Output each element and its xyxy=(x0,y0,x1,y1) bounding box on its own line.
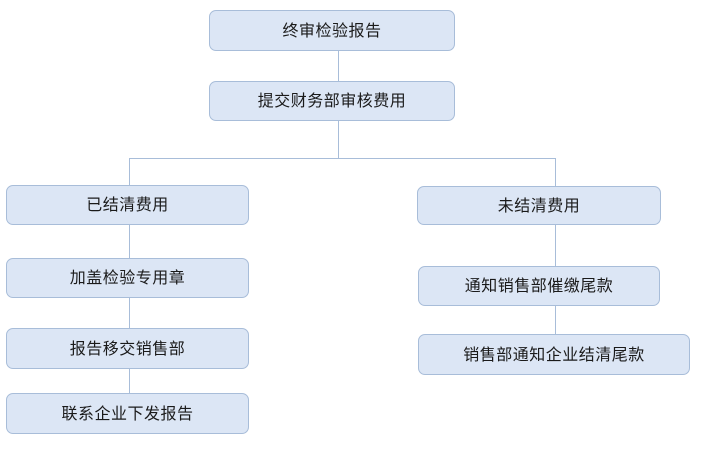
flow-node-n5[interactable]: 报告移交销售部 xyxy=(6,328,249,369)
connector-n5-to-n6 xyxy=(129,369,130,394)
connector-n4-to-n5 xyxy=(129,298,130,329)
flow-node-n3[interactable]: 已结清费用 xyxy=(6,185,249,225)
connector-n7-to-n8 xyxy=(555,225,556,267)
connector-n8-to-n9 xyxy=(555,306,556,335)
connector-fork-to-n3 xyxy=(129,158,130,186)
connector-n1-to-n2 xyxy=(338,51,339,81)
connector-n2-to-fork xyxy=(338,121,339,159)
connector-fork-to-n7 xyxy=(555,158,556,187)
flow-node-n9[interactable]: 销售部通知企业结清尾款 xyxy=(418,334,690,375)
flow-node-n8[interactable]: 通知销售部催缴尾款 xyxy=(418,266,660,306)
connector-fork-to-branches xyxy=(129,158,556,159)
flow-node-n2[interactable]: 提交财务部审核费用 xyxy=(209,81,455,121)
flow-node-n7[interactable]: 未结清费用 xyxy=(417,186,661,225)
connector-n3-to-n4 xyxy=(129,225,130,259)
flow-node-n4[interactable]: 加盖检验专用章 xyxy=(6,258,249,298)
flow-node-n1[interactable]: 终审检验报告 xyxy=(209,10,455,51)
flow-node-n6[interactable]: 联系企业下发报告 xyxy=(6,393,249,434)
